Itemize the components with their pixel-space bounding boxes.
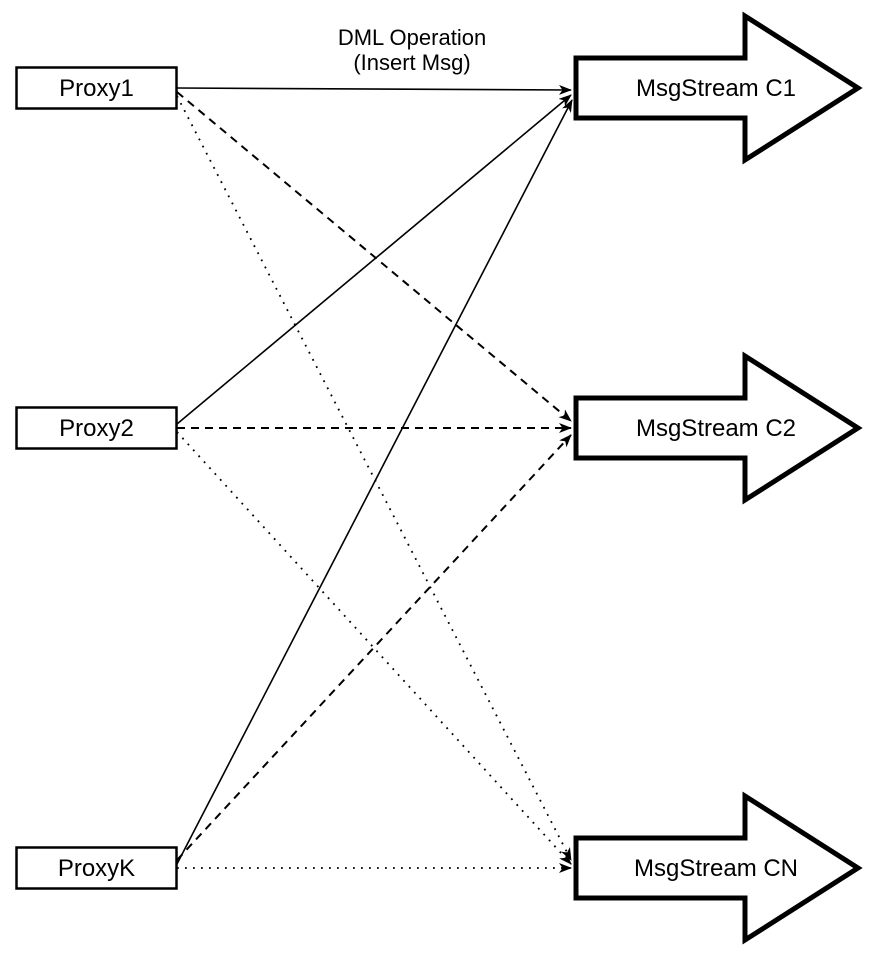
msgstream-c2-label: MsgStream C2 <box>636 415 796 442</box>
msgstream-c1-label: MsgStream C1 <box>636 75 796 102</box>
edge-proxyk-to-c1-solid <box>176 99 573 865</box>
edge-proxyk-to-c2-dashed <box>176 434 572 861</box>
edge-proxy2-to-cn-dotted <box>176 431 572 865</box>
proxy1-box <box>15 66 178 110</box>
edge-proxy1-to-cn-dotted <box>176 95 572 861</box>
edge-proxy2-to-c1-solid <box>176 94 572 425</box>
msgstream-c2-arrow-shape <box>573 351 863 505</box>
proxy2-label: Proxy2 <box>59 415 134 442</box>
edge-proxy1-to-c1-solid <box>176 84 572 95</box>
node-proxy2: Proxy2 <box>15 406 178 450</box>
msgstream-cn-label: MsgStream CN <box>634 855 798 882</box>
proxyk-box <box>15 846 178 890</box>
proxy1-label: Proxy1 <box>59 75 134 102</box>
node-msgstream-c2: MsgStream C2 <box>573 351 863 505</box>
dml-operation-label: DML Operation (Insert Msg) <box>338 25 486 75</box>
msgstream-cn-arrow-shape <box>573 791 863 945</box>
msgstream-c1-arrow-shape <box>573 11 863 165</box>
node-msgstream-c1: MsgStream C1 <box>573 11 863 165</box>
node-proxyk: ProxyK <box>15 846 178 890</box>
proxyk-label: ProxyK <box>58 855 135 882</box>
dml-operation-label-line2: (Insert Msg) <box>353 50 470 75</box>
edge-proxy1-to-c2-dashed <box>176 91 572 422</box>
node-proxy1: Proxy1 <box>15 66 178 110</box>
proxy2-box <box>15 406 178 450</box>
node-msgstream-cn: MsgStream CN <box>573 791 863 945</box>
dml-operation-label-line1: DML Operation <box>338 25 486 50</box>
